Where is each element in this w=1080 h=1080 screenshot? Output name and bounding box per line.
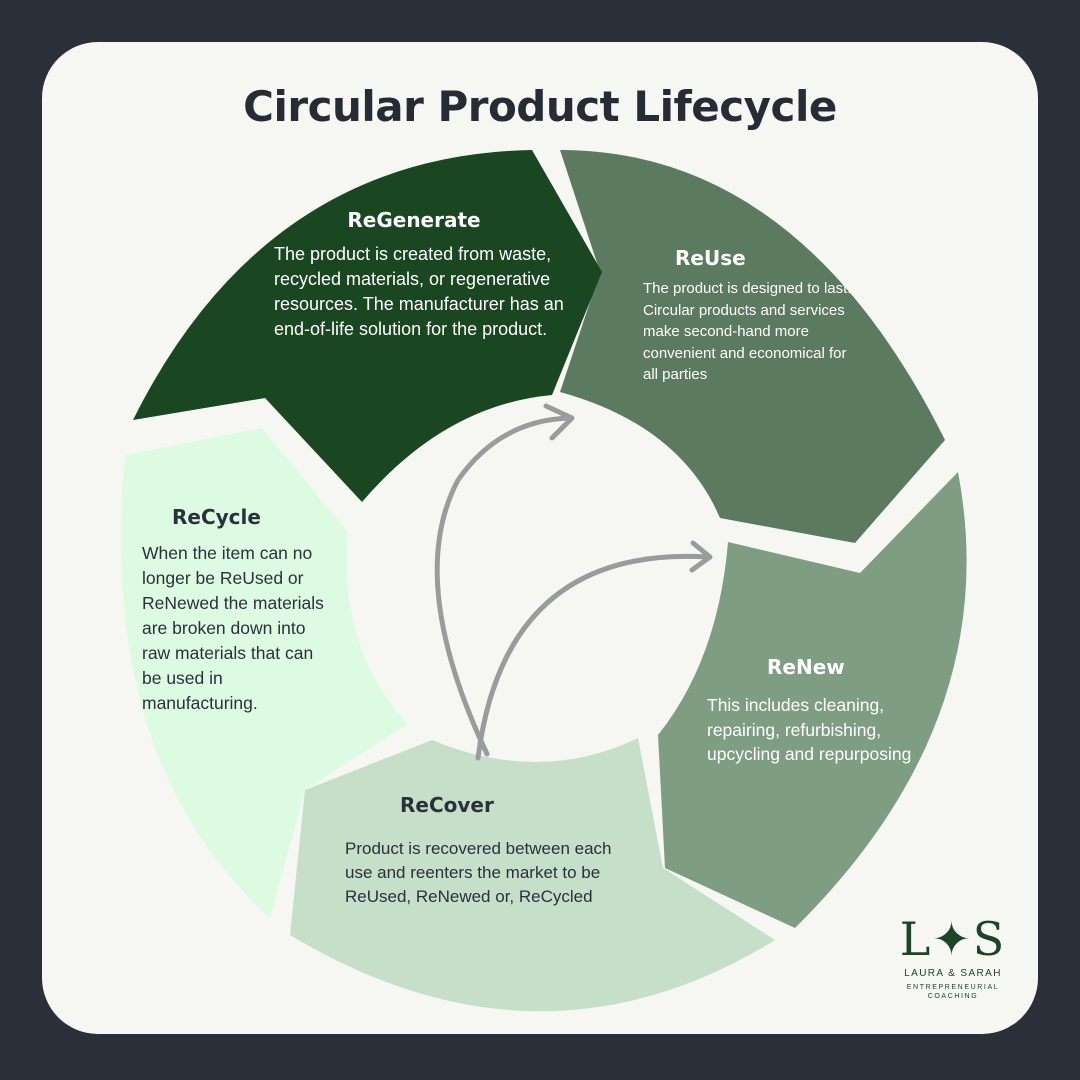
renew-description: This includes cleaning, repairing, refur…	[707, 695, 912, 764]
recycle-title: ReCycle	[172, 505, 261, 529]
reuse-label: ReUse The product is designed to last. C…	[643, 246, 858, 386]
segment-regenerate	[133, 150, 602, 502]
recover-title: ReCover	[400, 793, 494, 817]
arrow-to-renew	[475, 553, 711, 761]
regenerate-description: The product is created from waste, recyc…	[274, 244, 564, 339]
page-title: Circular Product Lifecycle	[243, 82, 837, 131]
logo-mark: L✦S	[899, 912, 1007, 966]
segment-reuse	[560, 150, 945, 543]
arrow-to-renew-head	[689, 540, 713, 573]
recycle-label: ReCycle When the item can no longer be R…	[142, 505, 337, 716]
recover-label: ReCover Product is recovered between eac…	[345, 793, 635, 909]
arrow-to-reuse	[434, 415, 573, 757]
segment-recover	[290, 738, 775, 1012]
recover-description: Product is recovered between each use an…	[345, 839, 612, 906]
brand-logo: L✦S LAURA & SARAH ENTREPRENEURIAL COACHI…	[898, 912, 1008, 1001]
regenerate-label: ReGenerate The product is created from w…	[274, 208, 564, 342]
segment-renew	[658, 472, 967, 928]
arrow-to-reuse-head	[543, 403, 575, 441]
renew-label: ReNew This includes cleaning, repairing,…	[707, 655, 932, 767]
recycle-description: When the item can no longer be ReUsed or…	[142, 543, 324, 713]
logo-name: LAURA & SARAH	[904, 968, 1002, 979]
reuse-description: The product is designed to last. Circula…	[643, 280, 852, 383]
renew-title: ReNew	[767, 655, 845, 679]
logo-subtitle: ENTREPRENEURIAL COACHING	[906, 984, 1000, 1000]
reuse-title: ReUse	[675, 246, 746, 270]
segment-recycle	[120, 428, 408, 918]
regenerate-title: ReGenerate	[347, 208, 481, 232]
